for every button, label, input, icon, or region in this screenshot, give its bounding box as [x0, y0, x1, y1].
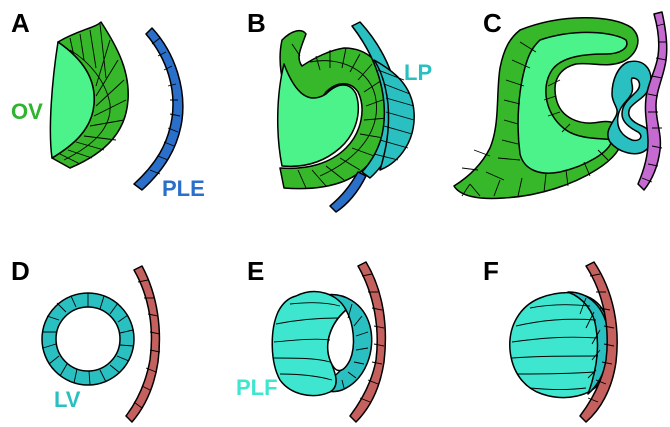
- label-lv: LV: [54, 389, 80, 411]
- panel-letter-d: D: [11, 258, 30, 284]
- panel-b-drawing: [278, 22, 414, 212]
- panel-f-drawing: [510, 262, 617, 422]
- pigment-ectoderm: [638, 12, 667, 190]
- label-lp: LP: [404, 62, 432, 84]
- panel-c-drawing: [454, 12, 667, 199]
- panel-letter-a: A: [11, 10, 30, 36]
- panel-e-drawing: [272, 262, 385, 422]
- lens-vesicle-lumen: [56, 307, 120, 371]
- label-plf: PLF: [236, 377, 278, 399]
- label-ov: OV: [11, 101, 43, 123]
- panel-a-drawing: [50, 22, 182, 190]
- panel-letter-f: F: [483, 258, 499, 284]
- panel-letter-c: C: [483, 10, 502, 36]
- panel-letter-e: E: [247, 258, 264, 284]
- panel-letter-b: B: [247, 10, 266, 36]
- presumptive-lens-ectoderm: [134, 28, 183, 190]
- label-ple: PLE: [162, 178, 205, 200]
